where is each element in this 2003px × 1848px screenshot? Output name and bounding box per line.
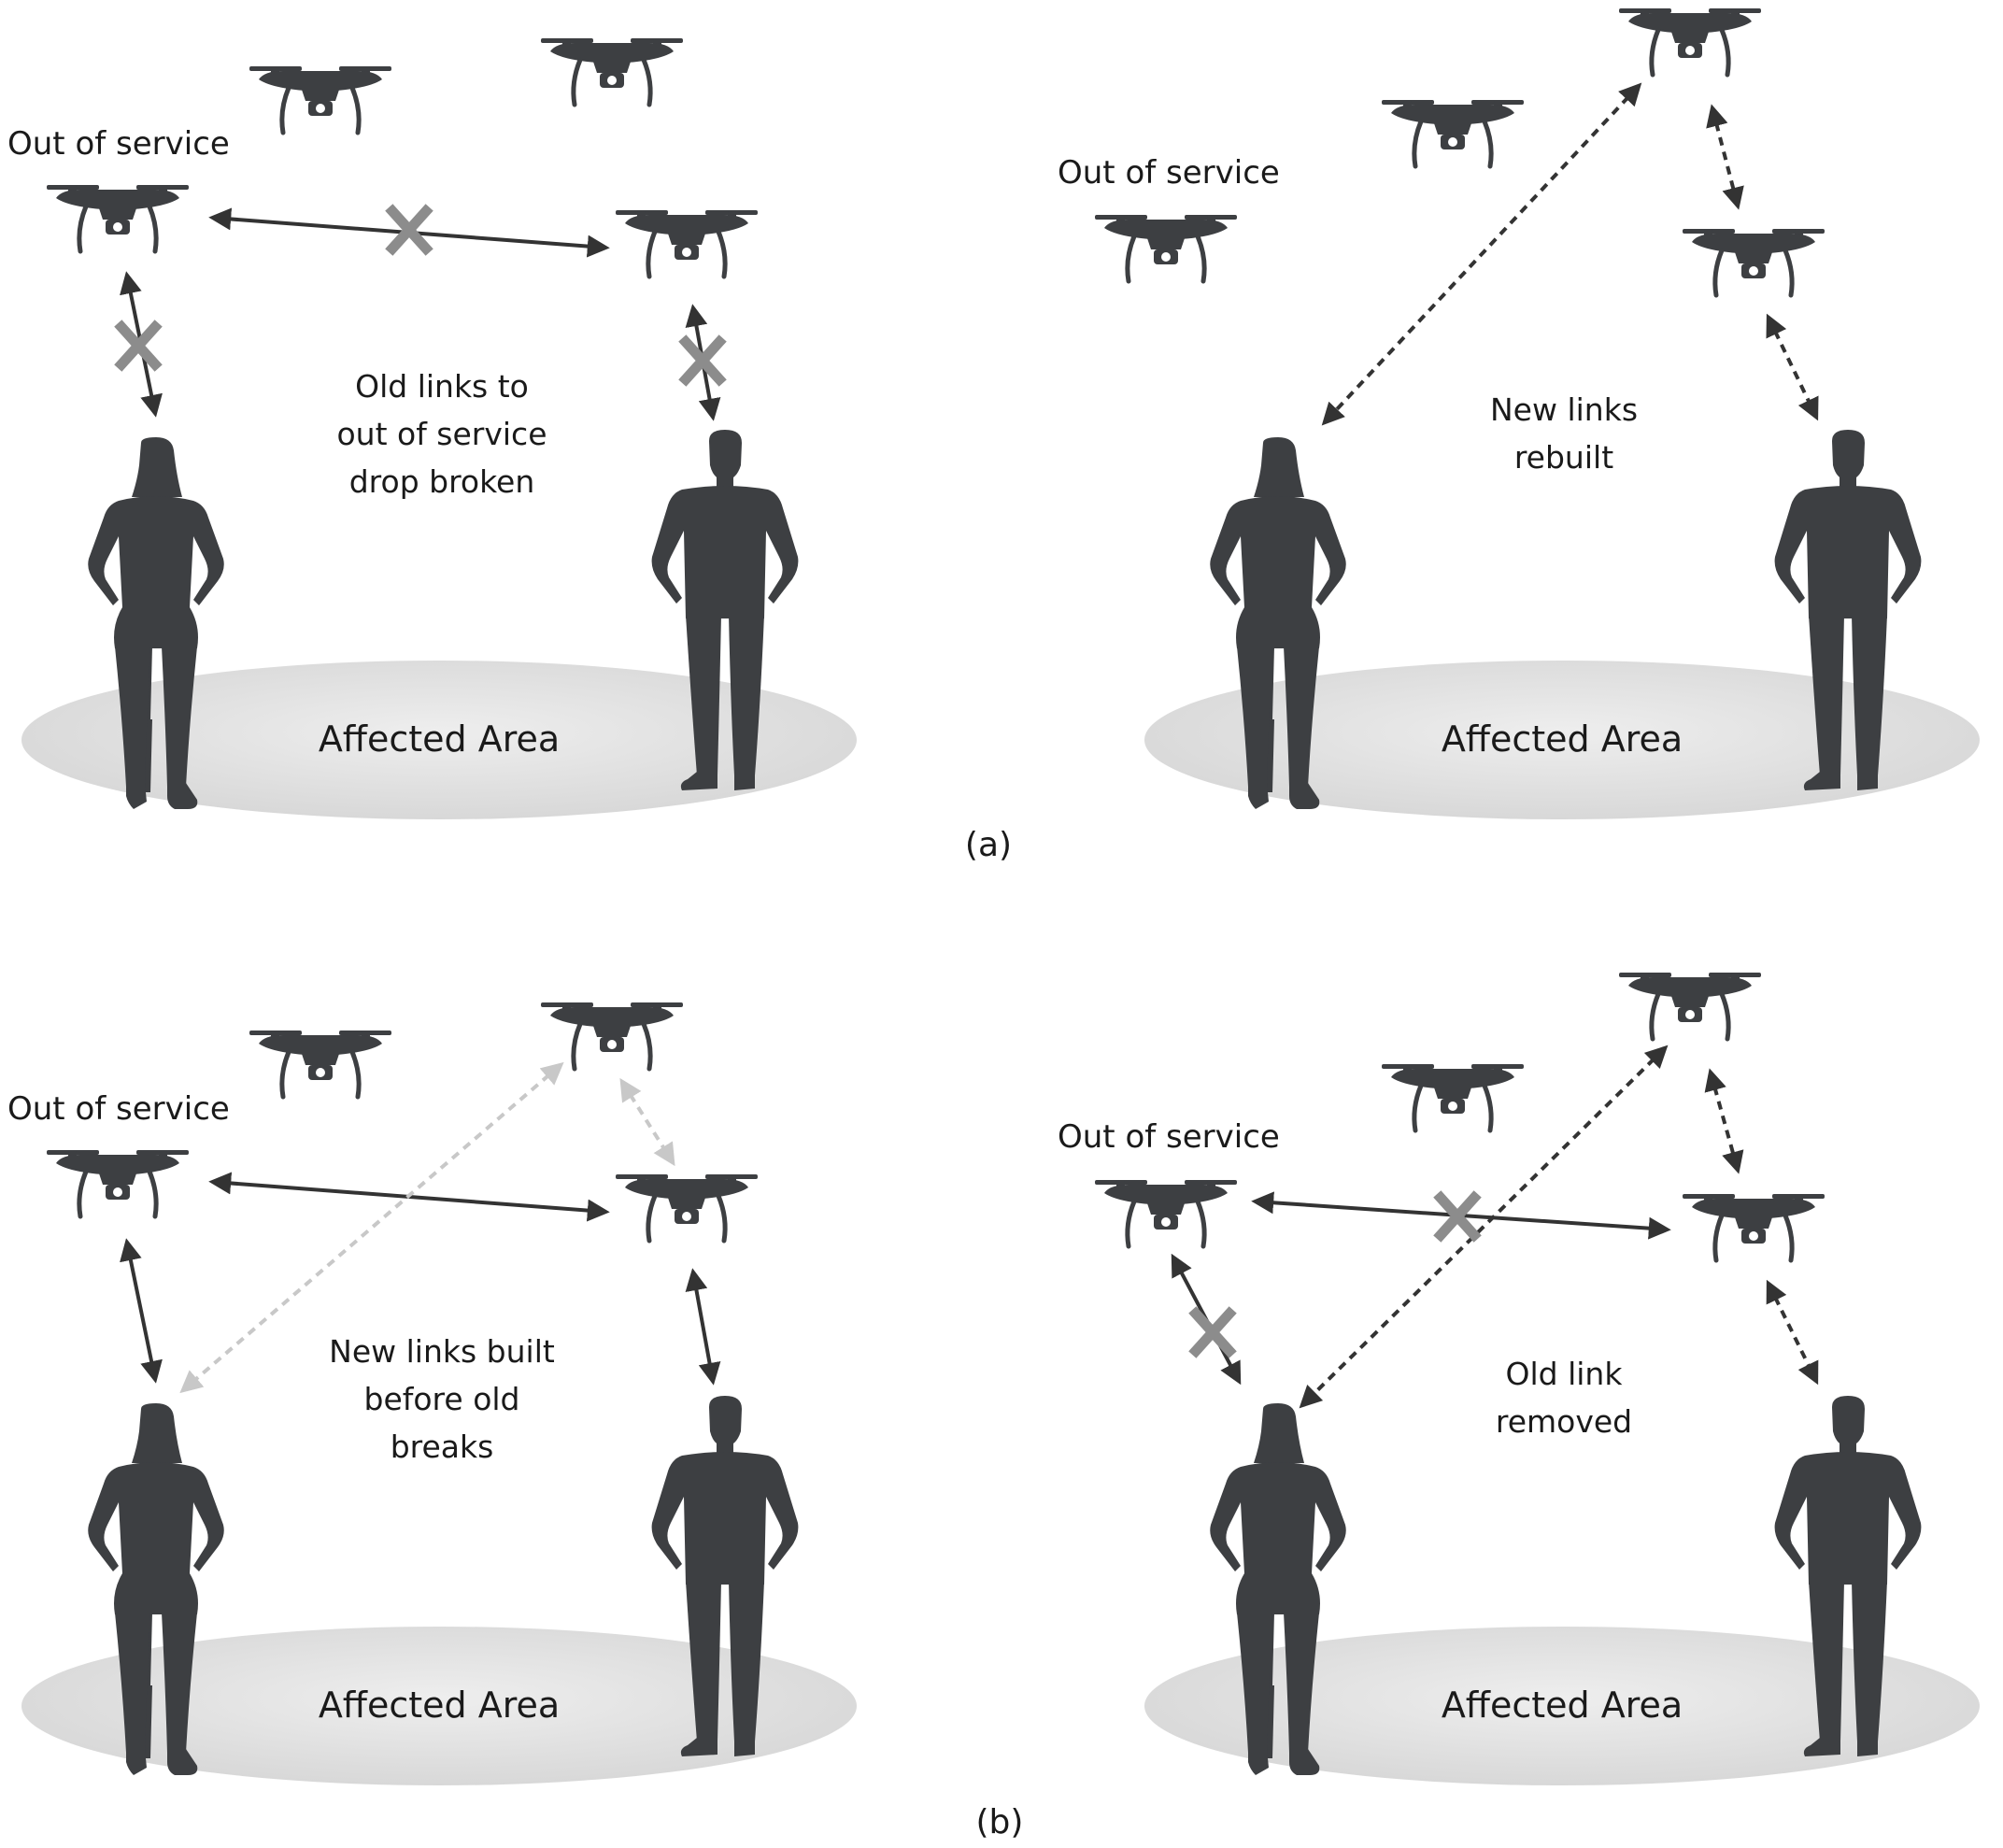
- drone-icon-out-of-service: [47, 185, 189, 251]
- affected-area-label: Affected Area: [319, 718, 560, 760]
- link-arrow: [1704, 1068, 1744, 1174]
- link-arrow: [1299, 1045, 1669, 1409]
- link-arrow: [685, 1268, 721, 1386]
- panel-note-line: New links: [1490, 391, 1638, 428]
- affected-area-label: Affected Area: [1442, 718, 1683, 760]
- panel-note-line: Old link: [1506, 1356, 1624, 1392]
- drone-icon: [1382, 100, 1524, 166]
- drone-icon-out-of-service: [1095, 1180, 1237, 1246]
- panel-b-left: Out of service New links built before ol…: [7, 1002, 857, 1785]
- link-arrow: [1766, 313, 1819, 421]
- affected-area-ground: [21, 661, 857, 819]
- panel-note-line: Old links to: [355, 368, 529, 405]
- link-arrow: [1766, 1279, 1819, 1386]
- drone-icon: [249, 66, 391, 133]
- drone-icon: [1683, 1194, 1825, 1260]
- drone-icon: [1382, 1064, 1524, 1130]
- panel-b-right: Out of service Old link removed Affected…: [1058, 973, 1980, 1785]
- affected-area-ground: [1144, 1627, 1980, 1785]
- drone-icon: [541, 1002, 683, 1069]
- drone-icon: [616, 1174, 758, 1241]
- panel-note-line: out of service: [336, 416, 547, 452]
- broken-link-cross-icon: [392, 211, 426, 249]
- out-of-service-label: Out of service: [1058, 154, 1280, 192]
- panel-note-line: before old: [364, 1381, 520, 1417]
- link-arrow-pending: [179, 1061, 564, 1394]
- link-arrow-pending: [619, 1077, 675, 1167]
- panel-note-line: breaks: [391, 1429, 494, 1465]
- drone-icon: [616, 210, 758, 277]
- panel-a-left: Out of service Old links to out of servi…: [7, 38, 857, 819]
- panel-note-line: drop broken: [349, 463, 535, 500]
- broken-link-cross-icon: [686, 342, 719, 379]
- out-of-service-label: Out of service: [7, 125, 230, 163]
- caption-b: (b): [976, 1803, 1024, 1841]
- drone-icon: [1619, 8, 1761, 75]
- link-arrow: [1321, 82, 1642, 426]
- drone-icon: [1683, 229, 1825, 295]
- drone-icon: [541, 38, 683, 105]
- panel-a-right: Out of service New links rebuilt Affecte…: [1058, 8, 1980, 819]
- panel-note-line: removed: [1496, 1403, 1632, 1440]
- drone-icon: [249, 1031, 391, 1097]
- affected-area-label: Affected Area: [319, 1685, 560, 1726]
- drone-icon-out-of-service: [47, 1150, 189, 1216]
- out-of-service-label: Out of service: [7, 1090, 230, 1128]
- panel-note-line: New links built: [329, 1333, 555, 1370]
- drone-icon-out-of-service: [1095, 215, 1237, 281]
- affected-area-ground: [21, 1627, 857, 1785]
- broken-link-cross-icon: [1196, 1314, 1229, 1351]
- out-of-service-label: Out of service: [1058, 1118, 1280, 1156]
- affected-area-ground: [1144, 661, 1980, 819]
- caption-a: (a): [965, 826, 1012, 864]
- drone-icon: [1619, 973, 1761, 1039]
- affected-area-label: Affected Area: [1442, 1685, 1683, 1726]
- panel-note-line: rebuilt: [1514, 439, 1613, 476]
- link-arrow: [120, 1238, 163, 1384]
- link-arrow: [1706, 104, 1744, 210]
